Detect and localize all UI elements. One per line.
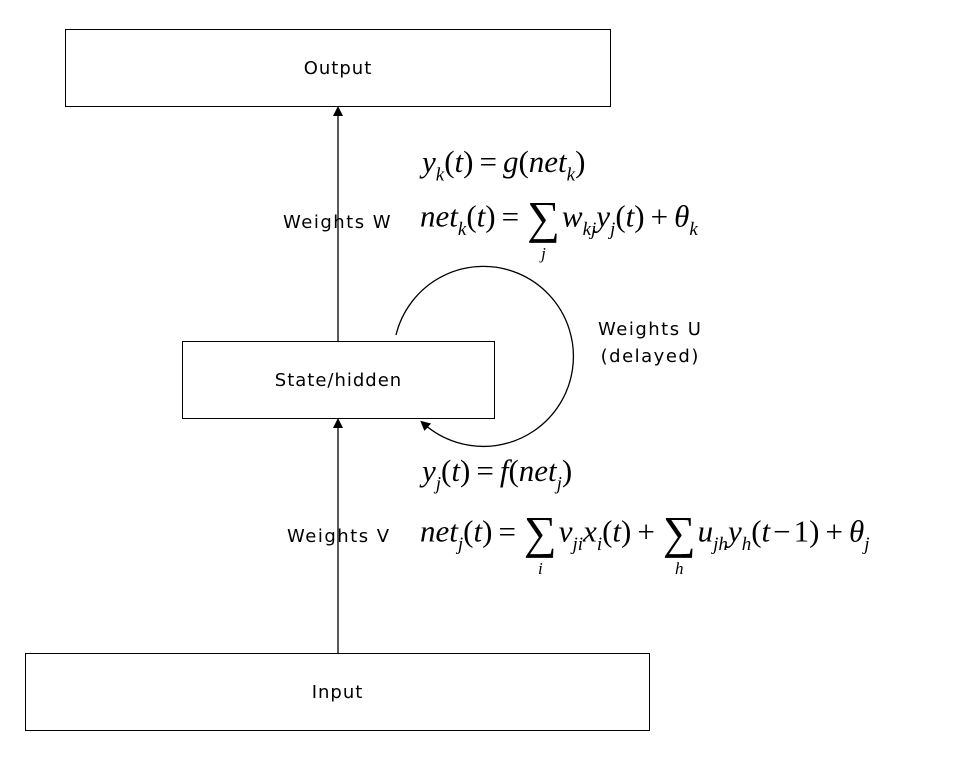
output-layer-box: Output: [65, 29, 611, 107]
hidden-activation-equation: yj(t)=f(netj): [422, 453, 573, 495]
input-layer-box: Input: [25, 653, 650, 731]
weights-w-label: Weights W: [283, 212, 393, 233]
weights-u-label: Weights U (delayed): [598, 316, 702, 370]
weights-v-label: Weights V: [287, 526, 391, 547]
output-layer-label: Output: [303, 57, 373, 79]
weights-u-label-line2: (delayed): [600, 346, 700, 367]
hidden-layer-box: State/hidden: [182, 341, 495, 419]
hidden-layer-label: State/hidden: [274, 369, 403, 391]
weights-u-label-line1: Weights U: [598, 319, 703, 340]
recurrent-loop-arrow: [395, 265, 574, 448]
input-layer-label: Input: [311, 681, 364, 703]
output-activation-equation: yk(t)=g(netk): [422, 144, 586, 186]
